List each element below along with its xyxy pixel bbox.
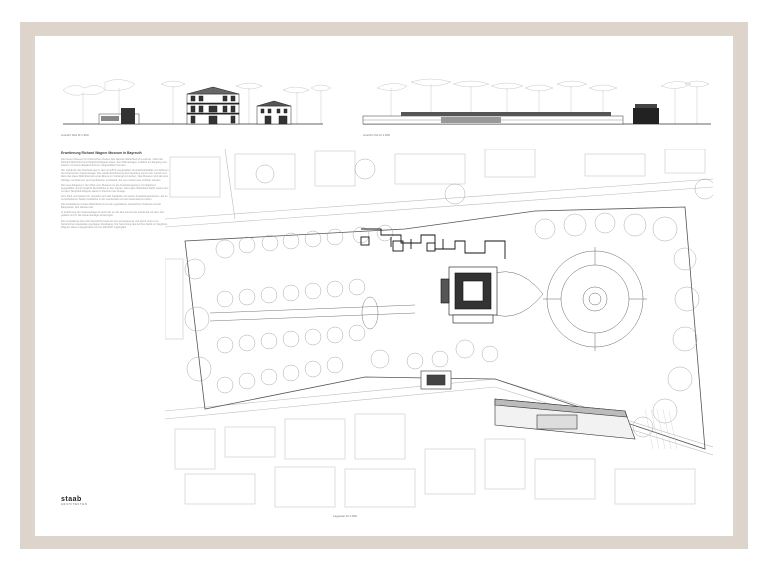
elevation-drawing bbox=[62, 78, 711, 125]
project-title: Erweiterung Richard Wagner Museum in Bay… bbox=[61, 151, 142, 155]
logo-subtitle: ARCHITEKTEN bbox=[61, 503, 88, 506]
paragraph: Der Gebäude des Neubaus legt in den mit … bbox=[61, 169, 169, 182]
drawing-sheet: Ansicht Süd M 1:200 Ansicht Ost M 1:200 … bbox=[35, 36, 733, 536]
paragraph: Die neuen Museum im historischen Garten … bbox=[61, 158, 167, 168]
architect-logo: staab ARCHITEKTEN bbox=[61, 496, 87, 506]
site-plan-caption: Lageplan M 1:500 bbox=[333, 514, 358, 518]
paragraph: Die neue Eingang in den Park vom Museum … bbox=[61, 183, 169, 193]
logo-wordmark: staab bbox=[61, 496, 82, 503]
project-text-column: Erweiterung Richard Wagner Museum in Bay… bbox=[61, 151, 169, 231]
paragraph: Zum Park und Garten hin orientiert sich … bbox=[61, 194, 168, 202]
paragraph: Die Ausstellung über das historische Hau… bbox=[61, 219, 168, 229]
site-plan-drawing bbox=[165, 149, 713, 508]
paragraph: In Anlehnung der Gartenanlage ist auch d… bbox=[61, 211, 164, 218]
paragraph: Die Ausstellung in Haus Wahnfried nimmt … bbox=[61, 203, 161, 210]
elevation-right-caption: Ansicht Ost M 1:200 bbox=[363, 133, 391, 137]
project-description: Die neuen Museum im historischen Garten … bbox=[61, 158, 169, 229]
elevation-left-caption: Ansicht Süd M 1:200 bbox=[61, 133, 89, 137]
